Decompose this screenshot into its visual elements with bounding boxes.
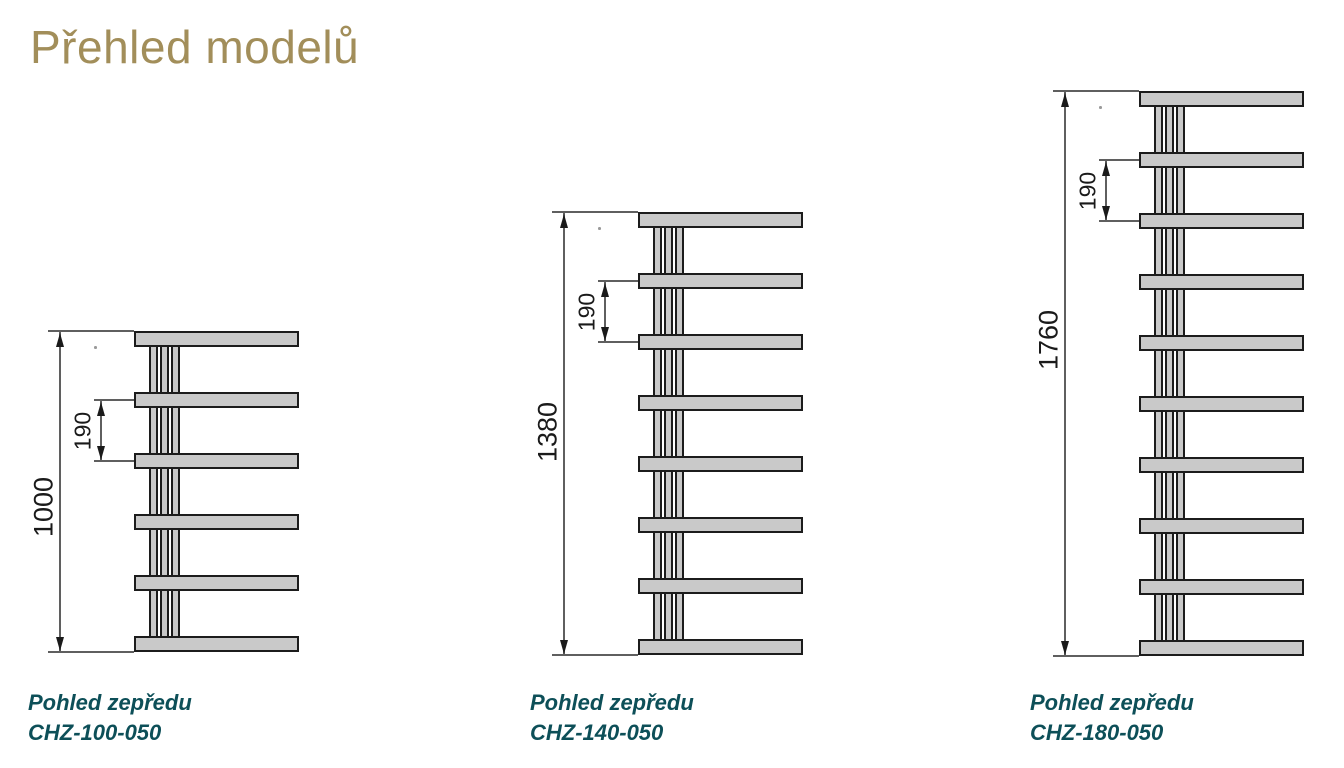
vertical-tube-3 <box>675 220 684 647</box>
extension-line-bottom <box>48 651 134 653</box>
dimension-arrow-down-icon <box>1060 640 1069 655</box>
extension-line-bottom <box>552 654 638 656</box>
rung-bar-3 <box>638 334 803 350</box>
spacing-extension-line-bottom <box>598 341 638 343</box>
spacing-arrow-up-icon <box>1101 161 1110 176</box>
rung-bar-5 <box>134 575 299 591</box>
view-label: Pohled zepředu <box>530 690 694 715</box>
dimension-arrow-down-icon <box>559 639 568 654</box>
rung-bar-2 <box>1139 152 1304 168</box>
rung-bar-2 <box>638 273 803 289</box>
extension-line-top <box>1053 90 1139 92</box>
rung-spacing-label: 190 <box>1074 171 1101 210</box>
spacing-arrow-down-icon <box>96 445 105 460</box>
extension-line-top <box>48 330 134 332</box>
dimension-arrow-up-icon <box>55 332 64 347</box>
spacing-arrow-down-icon <box>1101 205 1110 220</box>
view-label: Pohled zepředu <box>28 690 192 715</box>
rung-bar-4 <box>638 395 803 411</box>
rung-bar-10 <box>1139 640 1304 656</box>
vertical-tube-1 <box>1154 99 1163 648</box>
spacing-extension-line-top <box>598 280 638 282</box>
rung-bar-3 <box>1139 213 1304 229</box>
extension-line-top <box>552 211 638 213</box>
rung-bar-3 <box>134 453 299 469</box>
dimension-arrow-down-icon <box>55 636 64 651</box>
rung-bar-5 <box>638 456 803 472</box>
rung-bar-5 <box>1139 335 1304 351</box>
overall-dimension-line <box>563 213 565 654</box>
spacing-dimension-line <box>1105 161 1107 220</box>
vertical-tube-3 <box>1176 99 1185 648</box>
spacing-arrow-down-icon <box>600 326 609 341</box>
drawing-speck <box>94 346 97 349</box>
model-code-label: CHZ-180-050 <box>1030 720 1164 745</box>
spacing-extension-line-top <box>1099 159 1139 161</box>
rung-spacing-label: 190 <box>573 292 600 331</box>
rung-spacing-label: 190 <box>69 411 96 450</box>
vertical-tube-1 <box>653 220 662 647</box>
rung-bar-4 <box>1139 274 1304 290</box>
vertical-tube-2 <box>1165 99 1174 648</box>
rung-bar-8 <box>1139 518 1304 534</box>
rung-bar-4 <box>134 514 299 530</box>
model-code-label: CHZ-100-050 <box>28 720 162 745</box>
vertical-tube-1 <box>149 339 158 644</box>
overall-height-label: 1000 <box>28 476 59 538</box>
rung-bar-6 <box>1139 396 1304 412</box>
overall-height-label: 1760 <box>1033 309 1064 371</box>
view-label: Pohled zepředu <box>1030 690 1194 715</box>
rung-bar-1 <box>134 331 299 347</box>
dimension-arrow-up-icon <box>559 213 568 228</box>
rung-bar-7 <box>638 578 803 594</box>
vertical-tube-2 <box>664 220 673 647</box>
drawing-speck <box>598 227 601 230</box>
vertical-tube-3 <box>171 339 180 644</box>
page-title: Přehled modelů <box>30 21 360 73</box>
spacing-extension-line-bottom <box>94 460 134 462</box>
rung-bar-2 <box>134 392 299 408</box>
extension-line-bottom <box>1053 655 1139 657</box>
drawing-speck <box>1099 106 1102 109</box>
rung-bar-6 <box>134 636 299 652</box>
spacing-extension-line-top <box>94 399 134 401</box>
model-code-label: CHZ-140-050 <box>530 720 664 745</box>
overall-dimension-line <box>1064 92 1066 655</box>
spacing-arrow-up-icon <box>600 282 609 297</box>
rung-bar-1 <box>638 212 803 228</box>
dimension-arrow-up-icon <box>1060 92 1069 107</box>
rung-bar-6 <box>638 517 803 533</box>
vertical-tube-2 <box>160 339 169 644</box>
spacing-dimension-line <box>604 282 606 341</box>
overall-dimension-line <box>59 332 61 651</box>
overall-height-label: 1380 <box>532 401 563 463</box>
spacing-arrow-up-icon <box>96 401 105 416</box>
rung-bar-1 <box>1139 91 1304 107</box>
rung-bar-9 <box>1139 579 1304 595</box>
rung-bar-7 <box>1139 457 1304 473</box>
rung-bar-8 <box>638 639 803 655</box>
spacing-extension-line-bottom <box>1099 220 1139 222</box>
spacing-dimension-line <box>100 401 102 460</box>
